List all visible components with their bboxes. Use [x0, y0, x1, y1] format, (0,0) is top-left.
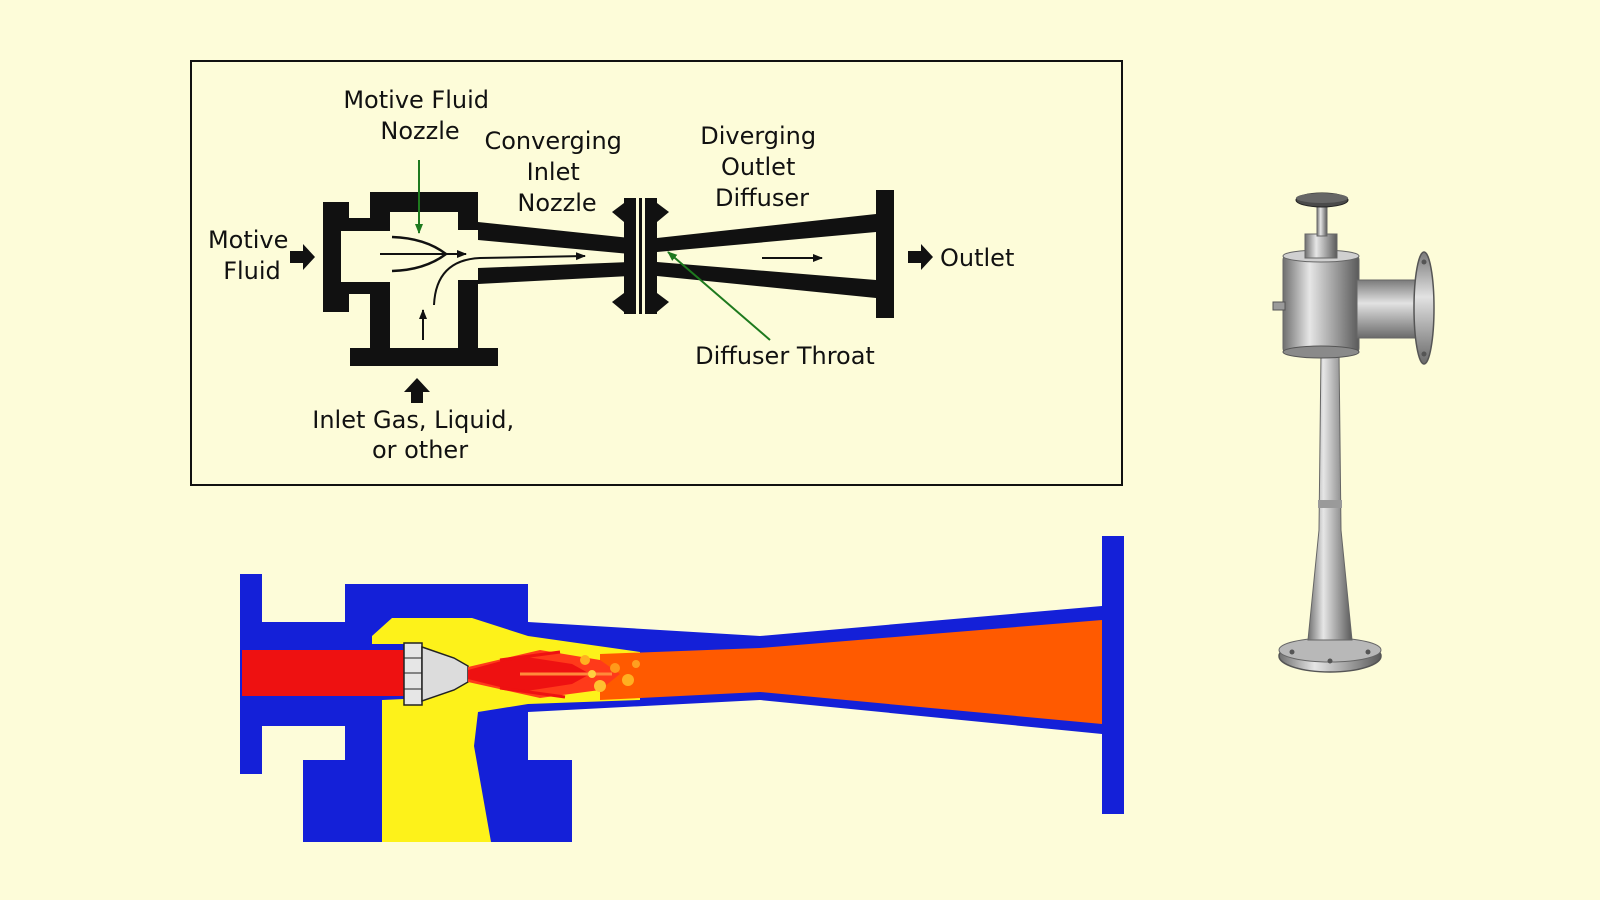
leader-lines [415, 160, 771, 341]
motive-fluid-stream [242, 650, 404, 696]
ejector-product-illustration [1272, 192, 1435, 673]
label-diffuser-throat: Diffuser Throat [695, 342, 875, 370]
ejector-body [1282, 253, 1360, 355]
diffuser-pipe [1307, 351, 1353, 641]
flow-arrow-icon [433, 252, 586, 306]
block-arrow-icon [404, 378, 430, 403]
block-arrow-icon [908, 244, 933, 270]
label-inlet-gas-liquid: Inlet Gas, Liquid, or other [312, 406, 521, 464]
label-motive-fluid-nozzle: Motive Fluid Nozzle [343, 86, 496, 145]
label-diverging-outlet-diffuser: Diverging Outlet Diffuser [700, 122, 824, 212]
schematic-diagram: Motive Fluid Nozzle Converging Inlet Noz… [190, 60, 1123, 486]
mixed-flow [600, 620, 1102, 724]
label-motive-fluid: Motive Fluid [208, 226, 296, 285]
cutaway-nozzle [403, 642, 469, 706]
schematic-frame [190, 60, 1123, 486]
ejector-body-outline [323, 190, 894, 366]
label-converging-inlet-nozzle: Converging Inlet Nozzle [484, 127, 629, 217]
motive-jet [468, 650, 640, 699]
nozzle-and-flow [380, 198, 823, 340]
side-outlet [1356, 279, 1424, 339]
color-cutaway-diagram [240, 536, 1124, 842]
block-arrow-icon [290, 244, 315, 270]
label-outlet: Outlet [940, 244, 1014, 272]
side-flange [1413, 251, 1435, 365]
